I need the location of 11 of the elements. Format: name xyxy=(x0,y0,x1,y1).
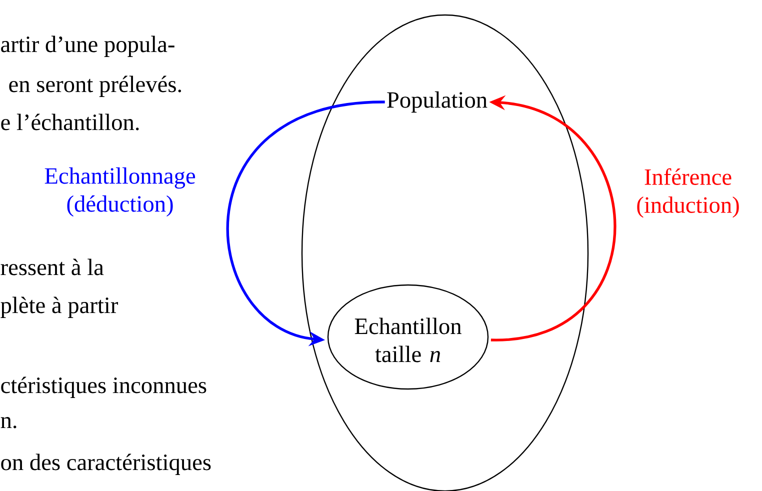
body-text: n. xyxy=(0,417,16,428)
edge-label: Inférence (induction) xyxy=(637,168,739,218)
body-text: plète à partir xyxy=(0,296,118,318)
body-text: e l’échantillon. xyxy=(1,114,139,130)
body-text: artir d’une popula- xyxy=(1,36,174,57)
body-text: ressent à la xyxy=(0,258,104,276)
body-text: on des caractéristiques xyxy=(1,454,211,475)
node-text: Population xyxy=(387,91,488,113)
body-text: en seront prélevés. xyxy=(9,76,182,97)
edge-label: Echantillonnage (déduction) xyxy=(44,167,196,217)
body-text: ctéristiques inconnues xyxy=(1,376,206,398)
